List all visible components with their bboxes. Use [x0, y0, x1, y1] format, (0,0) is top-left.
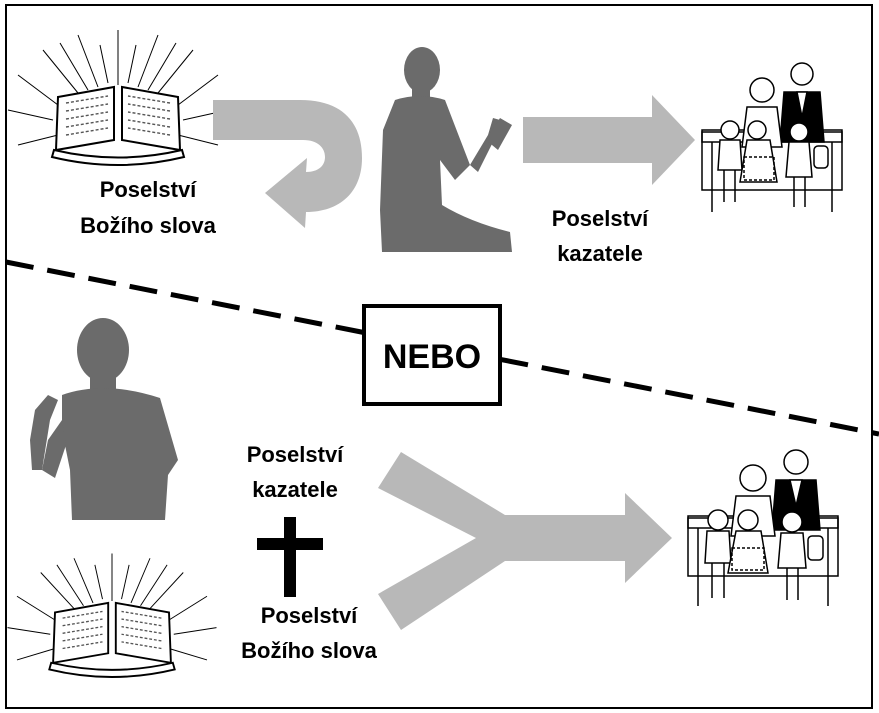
bible-label-top-line1: Poselství	[100, 177, 197, 202]
preacher-silhouette-bottom	[30, 318, 178, 520]
arrow-to-congregation-top	[523, 95, 695, 185]
family-icon-bottom	[687, 449, 839, 606]
curved-arrow-top	[213, 100, 362, 228]
preacher-label-bottom-line1: Poselství	[247, 442, 344, 467]
nebo-box: NEBO	[362, 304, 502, 406]
frame-border	[5, 4, 873, 709]
family-icon-top	[701, 62, 843, 212]
bible-icon-top	[7, 30, 229, 166]
preacher-label-top-line1: Poselství	[552, 206, 649, 231]
plus-icon	[257, 517, 323, 597]
nebo-label: NEBO	[383, 338, 481, 376]
bible-icon-bottom	[7, 553, 217, 678]
bible-label-bottom-line1: Poselství	[261, 603, 358, 628]
preacher-label-bottom-line2: kazatele	[252, 477, 338, 502]
preacher-label-top-line2: kazatele	[557, 241, 643, 266]
preacher-silhouette-top	[380, 47, 512, 252]
merge-arrow-bottom	[378, 452, 672, 630]
bible-label-top-line2: Božího slova	[80, 213, 216, 238]
bible-label-bottom-line2: Božího slova	[241, 638, 377, 663]
